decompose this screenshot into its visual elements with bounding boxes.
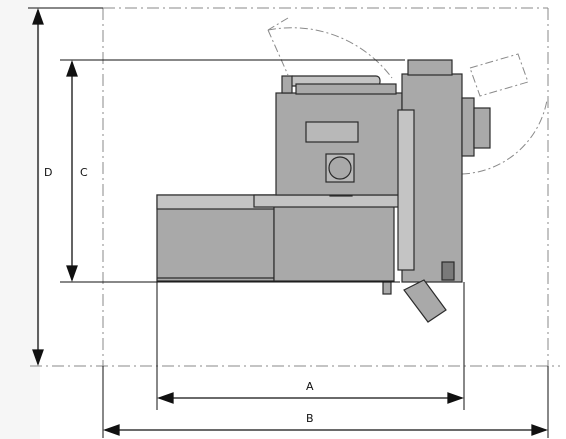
dimension-a-label: A — [306, 380, 314, 393]
lid-swing-edge — [267, 29, 289, 76]
dimension-a — [157, 392, 464, 404]
dimension-b — [103, 424, 548, 436]
motor-unit — [473, 107, 491, 149]
reference-frame — [30, 7, 560, 430]
extension-lines — [28, 7, 549, 438]
door-swing-arc — [461, 99, 548, 175]
swing-arcs — [267, 17, 548, 175]
base-cabinet-middle — [273, 194, 395, 282]
dimension-b-arrow-right — [531, 424, 548, 436]
page-edge-shading — [0, 0, 40, 439]
dimension-d-arrow-top — [32, 8, 44, 25]
dimension-b-arrow-left — [103, 424, 120, 436]
foot-bracket — [382, 281, 392, 295]
dimension-a-arrow-right — [447, 392, 464, 404]
work-table — [253, 194, 401, 208]
dimension-b-label: B — [306, 412, 314, 425]
lid-swing-tip — [267, 17, 289, 31]
tower-cap — [407, 59, 453, 76]
dimension-a-arrow-left — [157, 392, 174, 404]
dimension-c-label: C — [80, 166, 88, 179]
dimension-c-arrow-top — [66, 60, 78, 77]
dimension-d-arrow-bottom — [32, 349, 44, 366]
lid-swing-arc — [267, 27, 393, 79]
dimension-d-label: D — [44, 166, 52, 179]
tower-slide-rail — [397, 109, 415, 271]
roller-end-left — [281, 75, 293, 94]
dimension-c-arrow-bottom — [66, 265, 78, 282]
door-open-position — [469, 53, 529, 97]
tower-side-plate — [461, 97, 475, 157]
tower-indicator — [441, 261, 455, 281]
roller-support — [295, 83, 397, 95]
dimension-d — [32, 8, 44, 366]
dimension-c — [66, 60, 78, 282]
discharge-chute — [403, 279, 447, 323]
machine-body — [156, 59, 491, 323]
round-gauge — [328, 156, 352, 180]
control-panel — [305, 121, 359, 143]
